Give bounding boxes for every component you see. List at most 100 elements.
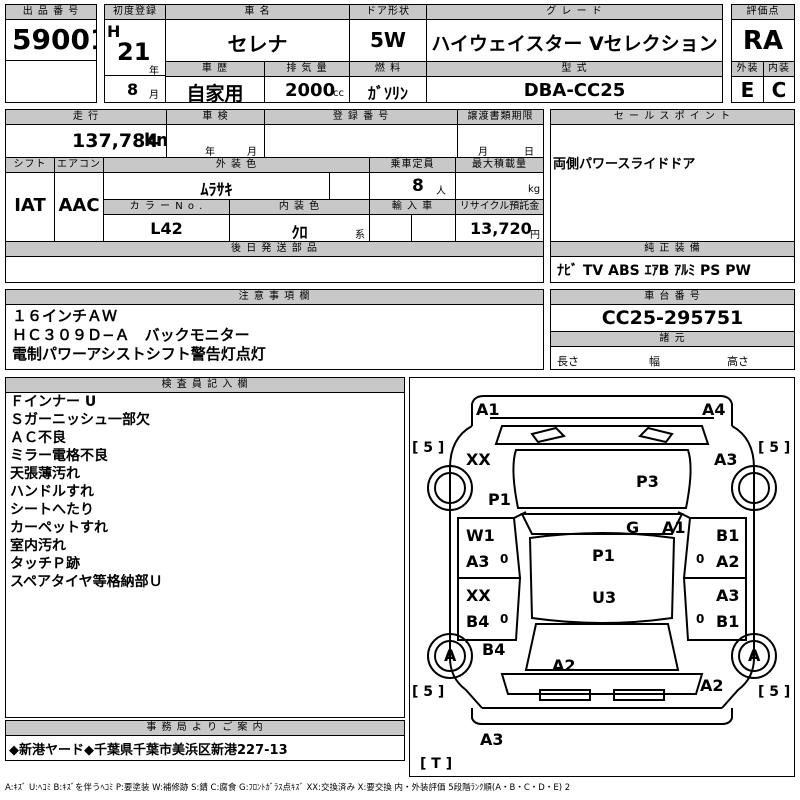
- header-first-reg: 初度登録: [104, 4, 166, 20]
- header-int-color: 内 装 色: [229, 199, 370, 215]
- dim-length: 長さ: [557, 355, 579, 368]
- inspector-line: スペアタイヤ等格納部Ｕ: [10, 574, 163, 590]
- header-car-name: 車 名: [165, 4, 350, 20]
- tire-rl: [ 5 ]: [412, 684, 445, 700]
- reg-month: 8: [127, 80, 139, 99]
- office-cell: ◆新港ヤード◆千葉県千葉市美浜区新港227-13: [5, 735, 405, 761]
- inspector-line: 天張薄汚れ: [10, 466, 80, 482]
- sales-point: 両側パワースライドドア: [553, 157, 696, 172]
- displacement: 2000: [285, 80, 336, 101]
- inspector-line: ハンドルすれ: [10, 484, 94, 500]
- interior-cell: C: [763, 76, 795, 103]
- header-inspection: 車 検: [166, 109, 265, 125]
- inspector-cell: Ｆインナー U Ｓガーニッシュ一部欠 ＡＣ不良 ミラー電格不良 天張薄汚れ ハン…: [5, 392, 405, 718]
- transfer-cell: 月 日: [457, 124, 544, 158]
- mark-roof-rear: U3: [592, 588, 617, 607]
- tire-fl: [ 5 ]: [412, 440, 445, 456]
- note-line: １６インチＡＷ: [12, 308, 118, 325]
- inspector-line: ＡＣ不良: [10, 430, 66, 446]
- header-ext-color: 外 装 色: [103, 157, 370, 173]
- int-color: ｸﾛ: [291, 223, 308, 242]
- transfer-month-unit: 月: [478, 147, 488, 158]
- model-cell: DBA-CC25: [426, 76, 723, 103]
- insp-year-unit: 年: [205, 147, 215, 158]
- int-color-cell: ｸﾛ 系: [229, 214, 370, 242]
- capacity-unit: 人: [436, 186, 446, 197]
- recycle-cell: 13,720 円: [455, 214, 544, 242]
- color-no-cell: L42: [103, 214, 230, 242]
- dims-cell: 長さ 幅 高さ: [550, 346, 795, 370]
- header-doors: ドア形状: [349, 4, 427, 20]
- shift-cell: IAT: [5, 172, 55, 242]
- inspector-line: ミラー電格不良: [10, 448, 108, 464]
- header-max-load: 最大積載量: [455, 157, 544, 173]
- max-load-cell: kg: [455, 172, 544, 200]
- shift: IAT: [14, 195, 46, 216]
- header-fuel: 燃 料: [349, 61, 427, 77]
- header-color-no: カ ラ ー N o .: [103, 199, 230, 215]
- office-text: ◆新港ヤード◆千葉県千葉市美浜区新港227-13: [9, 743, 288, 758]
- doors-cell: 5W: [349, 19, 427, 62]
- mark-rear-right-corner: A2: [700, 676, 724, 695]
- fuel-cell: ｶﾞｿﾘﾝ: [349, 76, 427, 103]
- header-score: 評価点: [731, 4, 795, 20]
- history: 自家用: [186, 83, 244, 103]
- era-letter: H: [107, 22, 121, 41]
- cc-unit: cc: [333, 88, 344, 99]
- mark-front-right: A4: [702, 400, 726, 419]
- car-diagram-panel: A1 A4 XX A3 P3 P1 G A1 W1 A3 0 P1 B1 A2 …: [409, 377, 795, 777]
- mark-right-fender: A3: [714, 450, 738, 469]
- month-unit: 月: [149, 90, 159, 101]
- recycle: 13,720: [470, 219, 532, 238]
- mark-zero: 0: [500, 552, 509, 566]
- inspection-cell: 年 月: [166, 124, 265, 158]
- mark-roof: P1: [592, 546, 615, 565]
- km-unit: km: [144, 130, 166, 151]
- door-type: 5W: [370, 28, 406, 52]
- mark-left-front-door-1: W1: [466, 526, 495, 545]
- header-displacement: 排 気 量: [264, 61, 350, 77]
- score: RA: [742, 26, 784, 56]
- year-unit: 年: [149, 66, 159, 76]
- inspector-line: カーペットすれ: [10, 520, 108, 536]
- mark-zero: 0: [696, 612, 705, 626]
- header-transfer: 譲渡書類期限: [457, 109, 544, 125]
- header-grade: グ レ ー ド: [426, 4, 723, 20]
- mark-left-fender: XX: [466, 450, 491, 469]
- interior-grade: C: [771, 78, 787, 102]
- header-lot-no: 出 品 番 号: [5, 4, 97, 20]
- header-exterior: 外装: [731, 61, 764, 77]
- chassis-cell: CC25-295751: [550, 304, 795, 332]
- later-parts-cell: [5, 256, 544, 283]
- mark-zero: 0: [500, 612, 509, 626]
- mark-left-rear-door-1: XX: [466, 586, 491, 605]
- lot-number: 59001: [12, 23, 96, 56]
- reg-no-cell: [264, 124, 458, 158]
- insp-month-unit: 月: [247, 147, 257, 158]
- lot-blank-cell: [5, 60, 97, 103]
- legend: A:ｷｽﾞ U:ﾍｺﾐ B:ｷｽﾞを伴うﾍｺﾐ P:要塗装 W:補修跡 S:錆 …: [5, 783, 571, 793]
- tire-rr: [ 5 ]: [758, 684, 791, 700]
- header-recycle: リサイクル預託金: [455, 199, 544, 215]
- color-no: L42: [150, 219, 183, 238]
- grade: ハイウェイスター Vセレクション: [431, 33, 718, 55]
- header-dims: 諸 元: [550, 331, 795, 347]
- mark-left-rear-wheel: A: [444, 646, 457, 665]
- aircon: AAC: [58, 195, 100, 216]
- note-line: ＨＣ３０９Ｄ−Ａ バックモニター: [12, 327, 250, 344]
- notes-cell: １６インチＡＷ ＨＣ３０９Ｄ−Ａ バックモニター 電制パワーアシストシフト警告灯…: [5, 304, 544, 370]
- capacity-cell: 8 人: [369, 172, 456, 200]
- mark-rear-gate: A2: [552, 656, 576, 675]
- import-cell: [369, 214, 412, 242]
- aircon-cell: AAC: [54, 172, 104, 242]
- mark-right-rear-wheel: A: [748, 646, 761, 665]
- mileage-cell: 137,784 km: [5, 124, 167, 158]
- history-cell: 自家用: [165, 76, 265, 103]
- reg-year: 21: [117, 38, 151, 66]
- inspector-line: タッチＰ跡: [10, 556, 80, 572]
- mark-windshield: G: [626, 518, 640, 537]
- mark-right-pillar: A1: [662, 518, 686, 537]
- mark-zero: 0: [696, 552, 705, 566]
- mark-right-rear-door-2: B1: [716, 612, 740, 631]
- displacement-cell: 2000 cc: [264, 76, 350, 103]
